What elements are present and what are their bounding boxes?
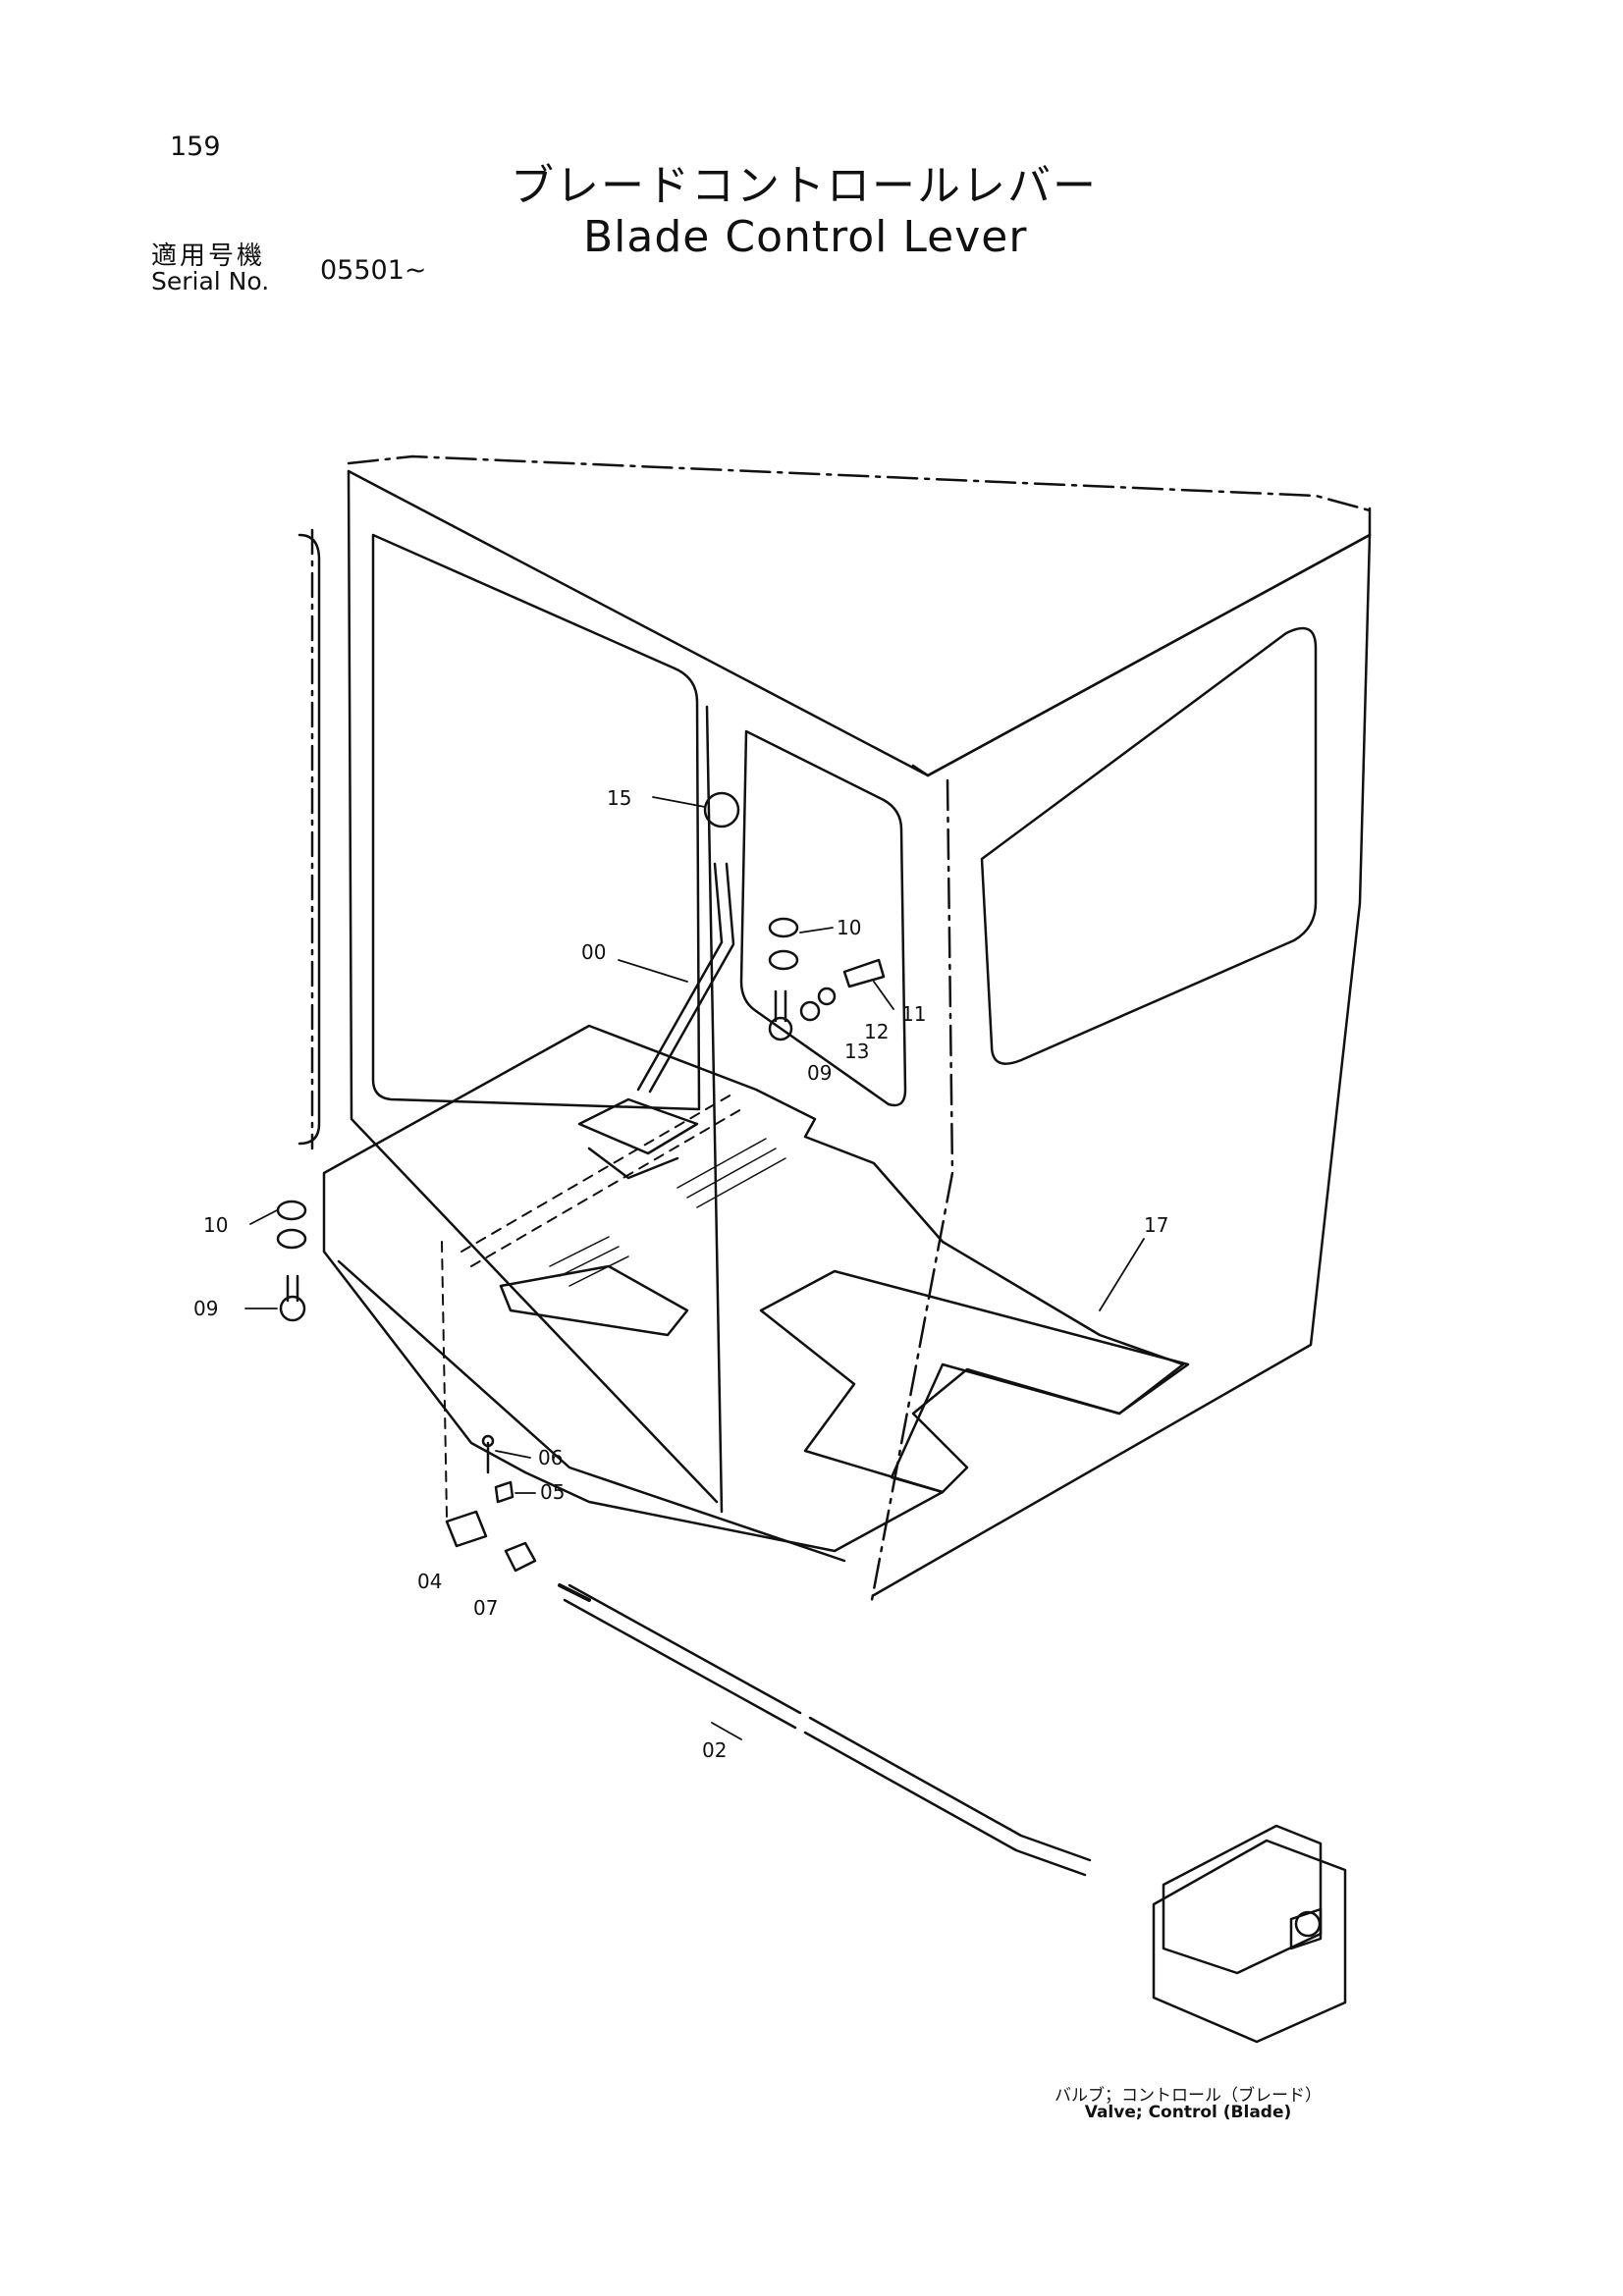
callout-17: 17 [1144, 1213, 1168, 1237]
floor-plate-edge [337, 1259, 846, 1563]
nut-10a [768, 917, 799, 938]
rod-end-09 [774, 989, 787, 1023]
valve-caption-english: Valve; Control (Blade) [1084, 2103, 1292, 2122]
lever-knob [703, 791, 740, 828]
valve-port-cap [1294, 1910, 1322, 1938]
hardware-left [276, 1200, 307, 1322]
floor-plate [322, 1024, 1190, 1563]
rod-end-09-eye [768, 1016, 793, 1041]
leader-10-left [249, 1209, 278, 1225]
callout-04: 04 [417, 1570, 442, 1593]
linkage-hardware [441, 1241, 537, 1573]
leader-17 [1099, 1238, 1145, 1311]
callout-09-top: 09 [807, 1061, 832, 1085]
callout-10-top: 10 [837, 916, 861, 939]
serial-label-english: Serial No. [151, 267, 270, 295]
serial-label-japanese: 適用号機 [151, 241, 266, 271]
washer-12 [817, 987, 837, 1006]
callout-05: 05 [540, 1480, 565, 1504]
leader-10-top [799, 927, 834, 934]
control-rod-thread [558, 1583, 591, 1602]
door-window-frame [371, 533, 1318, 1514]
door-window [739, 729, 907, 1107]
floor-hatch [499, 1264, 689, 1337]
callout-leaders [244, 796, 1145, 1740]
callout-07: 07 [473, 1596, 498, 1620]
bolt-05 [494, 1480, 514, 1504]
page-number: 159 [170, 132, 221, 162]
callout-15: 15 [607, 786, 631, 810]
valve-caption-japanese: バルブ；コントロール（ブレード） [1055, 2086, 1322, 2106]
callout-09-left: 09 [193, 1297, 218, 1320]
nut-10d [276, 1228, 307, 1250]
leader-06 [495, 1450, 531, 1459]
callout-11: 11 [901, 1002, 926, 1026]
serial-number-value: 05501~ [320, 255, 427, 286]
callout-13: 13 [844, 1040, 869, 1063]
callout-06: 06 [538, 1446, 563, 1469]
rod-end-09-left-eye [279, 1295, 306, 1322]
cab-roof-top [347, 454, 1372, 512]
cab-left-trim [298, 533, 321, 1146]
lever-rod [636, 862, 735, 1094]
nut-10c [276, 1200, 307, 1221]
floor-ribs [549, 1138, 786, 1287]
cab-roof-lip [911, 533, 1372, 777]
control-valve [1152, 1824, 1347, 2044]
valve-body [1162, 1824, 1323, 1975]
cab-pillar [870, 778, 954, 1602]
leader-02 [711, 1722, 742, 1740]
side-window [980, 626, 1318, 1065]
valve-base [1152, 1839, 1347, 2044]
door-panel [705, 705, 724, 1514]
blade-lever-assembly [460, 791, 742, 1267]
washer-13 [799, 1000, 821, 1022]
nut-10b [768, 949, 799, 971]
hardware-top [768, 917, 886, 1041]
callout-00: 00 [581, 940, 606, 964]
leader-00 [618, 959, 688, 983]
callout-labels: 00 02 04 05 06 07 09 09 10 10 11 12 13 1… [193, 786, 1168, 1762]
leader-11 [873, 981, 894, 1010]
lever-guide-dashed [460, 1094, 742, 1267]
callout-10-left: 10 [203, 1213, 228, 1237]
page-title-japanese: ブレードコントロールレバー [511, 161, 1098, 211]
cab-right-side [872, 533, 1372, 1597]
leader-15 [652, 796, 706, 808]
cab-shell [298, 454, 1372, 1602]
front-window [371, 533, 701, 1111]
floor-plate-outline [322, 1024, 1185, 1553]
callout-02: 02 [702, 1738, 727, 1762]
callout-12: 12 [864, 1020, 889, 1043]
yoke-04 [445, 1510, 488, 1548]
floor-cutout-17 [759, 1269, 1190, 1494]
bolt-11 [842, 958, 886, 988]
cab-front-pillar [347, 469, 719, 1504]
cab-roof-front-edge [347, 469, 930, 777]
control-rod-lower [803, 1716, 1092, 1877]
pin-06-head [481, 1434, 495, 1448]
drop-line [441, 1241, 448, 1518]
nut-07 [504, 1541, 537, 1573]
lever-bracket [577, 1097, 699, 1180]
control-rod [558, 1583, 1092, 1877]
control-rod-upper [563, 1583, 802, 1730]
page-title-english: Blade Control Lever [583, 212, 1028, 262]
